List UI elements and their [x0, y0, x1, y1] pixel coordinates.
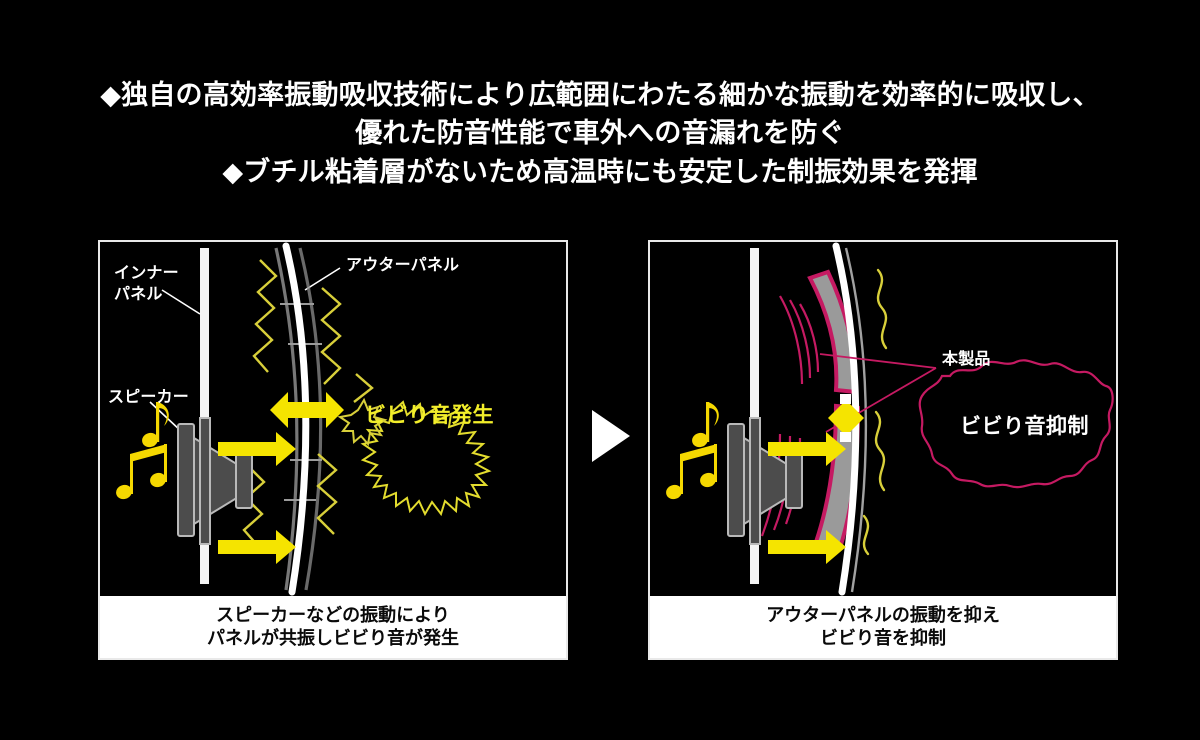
panel-ghost-trace-left: [274, 247, 299, 591]
before-panel: インナー パネル アウターパネル スピーカー ビビり音発生 スピーカーなどの振動…: [98, 240, 568, 660]
panel-oscillation-diamond: [828, 394, 864, 442]
after-caption-line-2: ビビり音を抑制: [820, 628, 946, 648]
speaker-leader-line: [149, 401, 183, 433]
headline-line-3: ◆ブチル粘着層がないため高温時にも安定した制振効果を発揮: [222, 156, 978, 187]
vibration-zigzag-right: [316, 287, 374, 535]
noise-suppressed-text: ビビり音抑制: [960, 415, 1089, 438]
suppressed-vibration-waves: [862, 268, 888, 556]
speaker-label: スピーカー: [108, 389, 190, 406]
product-label: 本製品: [942, 351, 991, 368]
headline-line-1: ◆独自の高効率振動吸収技術により広範囲にわたる細かな振動を効率的に吸収し、: [100, 80, 1100, 110]
music-note-icon-2: [666, 444, 717, 500]
before-caption-line-2: パネルが共振しビビり音が発生: [207, 628, 459, 648]
sound-arrow-bottom: [218, 530, 296, 564]
noise-suppressed-bubble: [918, 359, 1114, 489]
before-panel-illustration: インナー パネル アウターパネル スピーカー ビビり音発生: [100, 242, 566, 596]
sound-arrow-bottom: [768, 530, 846, 564]
play-triangle-icon: [592, 410, 630, 462]
headline-line-2: 優れた防音性能で車外への音漏れを防ぐ: [355, 118, 845, 149]
after-caption-line-1: アウターパネルの振動を抑え: [766, 604, 1000, 625]
small-burst-shape: [337, 397, 388, 447]
outer-panel-label: アウターパネル: [346, 257, 460, 274]
inner-panel-shape: [750, 248, 759, 584]
speaker-shape: [727, 417, 803, 545]
inner-panel-shape: [200, 248, 209, 584]
outer-panel-edge-line: [844, 247, 867, 593]
before-diagram-svg: [116, 242, 492, 596]
before-caption-line-1: スピーカーなどの振動により: [216, 604, 450, 625]
outer-panel-leader-line: [304, 267, 341, 291]
after-diagram-svg: [666, 242, 1114, 596]
panel-oscillation-arrow: [270, 392, 344, 428]
panel-ghost-trace-right: [298, 247, 323, 591]
music-note-icon-1: [692, 402, 719, 448]
outer-panel-shape: [832, 242, 860, 596]
speaker-shape: [177, 417, 253, 545]
inner-panel-label-line1: インナー: [114, 265, 179, 282]
noise-burst-shape: [360, 400, 492, 517]
inner-panel-label: インナー パネル: [114, 264, 179, 306]
after-panel-illustration: 本製品 ビビり音抑制: [650, 242, 1116, 596]
sound-arrow-top: [218, 432, 296, 466]
music-note-icon-2: [116, 444, 167, 500]
before-panel-caption: スピーカーなどの振動により パネルが共振しビビり音が発生: [100, 596, 566, 658]
headline-block: ◆独自の高効率振動吸収技術により広範囲にわたる細かな振動を効率的に吸収し、 優れ…: [0, 76, 1200, 191]
inner-panel-leader-line: [161, 289, 201, 315]
music-note-icon-1: [142, 402, 169, 448]
noise-generated-text: ビビり音発生: [365, 404, 494, 427]
sound-arrow-top: [768, 432, 846, 466]
inner-panel-label-line2: パネル: [114, 285, 163, 303]
after-panel-caption: アウターパネルの振動を抑え ビビり音を抑制: [650, 596, 1116, 658]
after-panel: 本製品 ビビり音抑制 アウターパネルの振動を抑え ビビり音を抑制: [648, 240, 1118, 660]
vibration-zigzag-left: [242, 259, 278, 547]
outer-panel-shape: [282, 242, 310, 596]
